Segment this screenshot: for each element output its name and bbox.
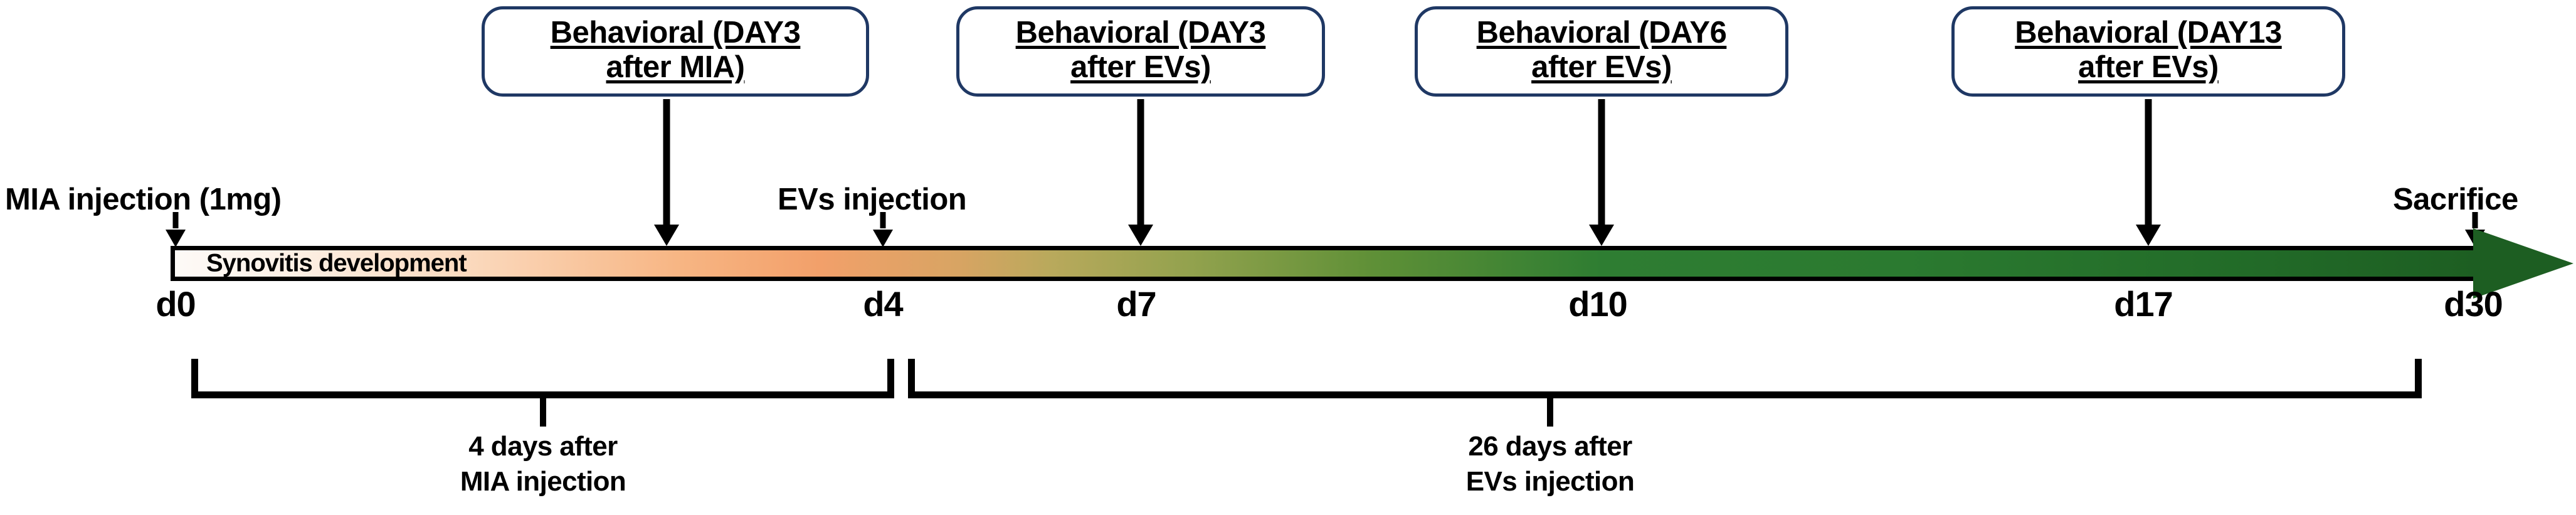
timeline-bar-group: Synovitis development (171, 228, 2576, 299)
bracket-center-tick (1547, 395, 1553, 427)
bracket-label-4-days: 4 days after MIA injection (460, 429, 626, 500)
bracket-horizontal-bar (908, 391, 2422, 398)
event-arrow-mia-injection (165, 212, 186, 247)
bracket-right-tick (887, 359, 894, 395)
bracket-center-tick (539, 395, 546, 427)
bracket-label-line-1: 26 days after (1468, 431, 1632, 462)
callout-line-1: Behavioral (DAY6 (1476, 16, 1727, 50)
callout-box-day6-after-evs: Behavioral (DAY6 after EVs) (1415, 6, 1788, 97)
bracket-4-days-after-mia (191, 359, 894, 428)
day-label-d7: d7 (1116, 284, 1156, 324)
day-label-d17: d17 (2114, 284, 2173, 324)
callout-line-1: Behavioral (DAY3 (550, 16, 801, 50)
timeline-arrowhead-icon (2473, 228, 2573, 299)
bracket-horizontal-bar (191, 391, 894, 398)
callout-box-day3-after-evs: Behavioral (DAY3 after EVs) (956, 6, 1325, 97)
bracket-label-line-2: MIA injection (460, 466, 626, 497)
event-label-sacrifice: Sacrifice (2393, 183, 2518, 216)
bracket-label-line-2: EVs injection (1465, 466, 1635, 497)
event-arrow-evs-injection (872, 212, 894, 247)
callout-line-2: after EVs) (1531, 50, 1672, 84)
callout-line-1: Behavioral (DAY3 (1015, 16, 1266, 50)
callout-arrow-d17 (2136, 99, 2161, 246)
phase-label-synovitis: Synovitis development (206, 249, 467, 277)
bracket-right-tick (2415, 359, 2422, 395)
callout-line-2: after EVs) (1070, 50, 1211, 84)
event-label-mia-injection: MIA injection (1mg) (5, 183, 282, 216)
callout-line-2: after MIA) (606, 50, 745, 84)
callout-arrow-d3 (654, 99, 679, 246)
event-label-evs-injection: EVs injection (778, 183, 967, 216)
callout-arrow-d7 (1128, 99, 1153, 246)
day-label-d30: d30 (2444, 284, 2503, 324)
callout-arrow-d10 (1589, 99, 1614, 246)
bracket-26-days-after-evs (908, 359, 2422, 428)
bracket-label-line-1: 4 days after (468, 431, 618, 462)
callout-box-day13-after-evs: Behavioral (DAY13 after EVs) (1951, 6, 2345, 97)
bracket-left-tick (908, 359, 915, 395)
bracket-label-26-days: 26 days after EVs injection (1466, 429, 1635, 500)
callout-box-day3-after-mia: Behavioral (DAY3 after MIA) (482, 6, 869, 97)
day-label-d10: d10 (1568, 284, 1627, 324)
timeline-gradient-bar: Synovitis development (171, 246, 2478, 281)
day-label-d4: d4 (863, 284, 903, 324)
day-label-d0: d0 (156, 284, 196, 324)
callout-line-1: Behavioral (DAY13 (2015, 16, 2282, 50)
callout-line-2: after EVs) (2078, 50, 2219, 84)
bracket-left-tick (191, 359, 198, 395)
